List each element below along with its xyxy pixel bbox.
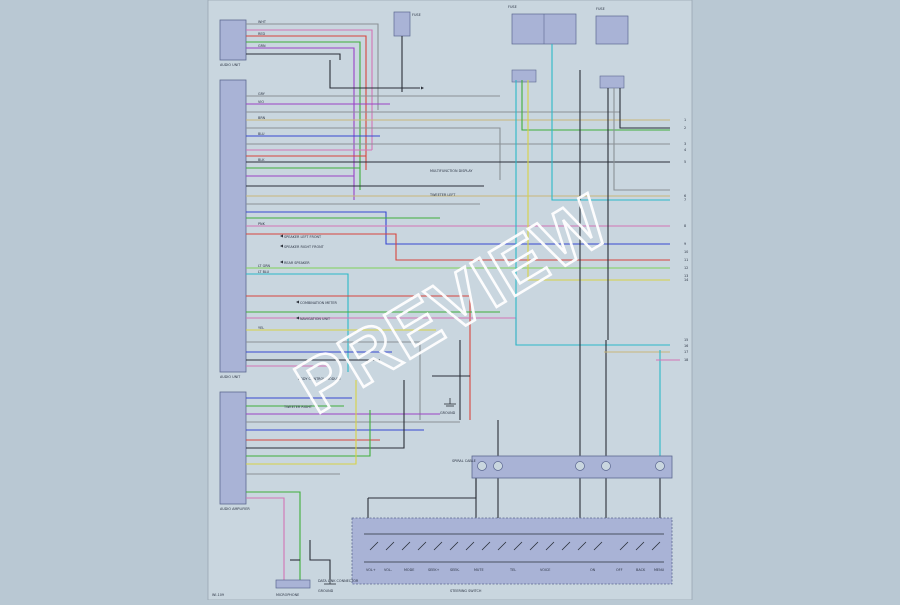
- ground-1-label: GROUND: [440, 411, 456, 415]
- terminal-number: 8: [684, 224, 686, 228]
- terminal-number: 9: [684, 242, 686, 246]
- audio-unit-top: AUDIO UNIT: [219, 19, 247, 67]
- page-reference: WI-109: [212, 593, 224, 597]
- terminal-number: 11: [684, 258, 688, 262]
- steering-switch-label: STEERING SWITCH: [450, 589, 482, 593]
- switch-label-11: BACK: [636, 568, 646, 572]
- callout-4: COMBINATION METER: [300, 301, 338, 305]
- wire-code-h: LT GRN: [258, 264, 271, 268]
- audio-amplifier: AUDIO AMPLIFIER: [219, 391, 250, 511]
- terminal-number: 18: [684, 358, 688, 362]
- ground-2-label: GROUND: [318, 589, 334, 593]
- ground-symbol-1: GROUND: [440, 398, 456, 415]
- callouts: SPEAKER LEFT FRONT SPEAKER RIGHT FRONT R…: [280, 86, 473, 583]
- switch-label-3: MODE: [404, 568, 414, 572]
- terminal-number: 4: [684, 148, 686, 152]
- steering-switch: VOL+ VOL- MODE SEEK+ SEEK- MUTE TEL VOIC…: [351, 517, 673, 593]
- switch-label-8: VOICE: [540, 568, 550, 572]
- wire-code-d: GRN: [258, 44, 266, 48]
- terminal-number: 16: [684, 344, 688, 348]
- fuse-1-label: FUSE: [412, 13, 421, 17]
- fuse-block-2: FUSE: [508, 5, 577, 45]
- audio-unit-main: AUDIO UNIT: [219, 79, 247, 379]
- terminal-number: 2: [684, 126, 686, 130]
- fuse-2-label: FUSE: [508, 5, 517, 9]
- terminal-number: 13: [684, 274, 688, 278]
- switch-label-1: VOL+: [366, 568, 376, 572]
- callout-8: TWEETER RIGHT: [283, 405, 313, 409]
- fuse-3-label: FUSE: [596, 7, 605, 11]
- wire-code-g: PNK: [258, 222, 266, 226]
- spiral-cable-label: SPIRAL CABLE: [452, 459, 476, 463]
- wire-code-i: VIO: [258, 100, 264, 104]
- terminal-number: 17: [684, 350, 688, 354]
- callout-6: MULTIFUNCTION DISPLAY: [430, 169, 473, 173]
- fuse-block-1: FUSE: [393, 11, 421, 37]
- terminal-number: 14: [684, 278, 688, 282]
- fuse-block-3: FUSE: [595, 7, 629, 45]
- callout-3: REAR SPEAKER: [284, 261, 310, 265]
- microphone: MICROPHONE: [275, 579, 311, 597]
- wire-code-l: LT BLU: [258, 270, 270, 274]
- callout-9: BODY CONTROL MODULE: [298, 377, 341, 381]
- wire-code-labels: WHT RED GRN GRY VIO BRN BLU BLK PNK LT G…: [258, 20, 271, 330]
- callout-5: NAVIGATION UNIT: [300, 317, 331, 321]
- terminal-number: 6: [684, 194, 686, 198]
- terminal-number: 15: [684, 338, 688, 342]
- terminal-number: 3: [684, 142, 686, 146]
- switch-label-4: SEEK+: [428, 568, 440, 572]
- switch-label-5: SEEK-: [450, 568, 460, 572]
- connector-a: [511, 69, 537, 83]
- callout-2: SPEAKER RIGHT FRONT: [284, 245, 325, 249]
- terminal-number: 1: [684, 118, 686, 122]
- audio-unit-top-label: AUDIO UNIT: [220, 63, 241, 67]
- terminal-number: 12: [684, 266, 688, 270]
- wire-code-a: WHT: [258, 20, 267, 24]
- connector-b: [599, 75, 625, 89]
- wire-code-f: YEL: [258, 326, 264, 330]
- spiral-cable: SPIRAL CABLE: [452, 455, 673, 479]
- terminal-number: 10: [684, 250, 688, 254]
- switch-label-12: MENU: [654, 568, 665, 572]
- diagram-sheet: [207, 0, 693, 601]
- callout-7: TWEETER LEFT: [429, 193, 456, 197]
- callout-10: DATA LINK CONNECTOR: [318, 579, 359, 583]
- wire-code-e: BLU: [258, 132, 265, 136]
- callout-1: SPEAKER LEFT FRONT: [284, 235, 322, 239]
- switch-label-6: MUTE: [474, 568, 484, 572]
- wire-group: [246, 23, 680, 580]
- ground-symbol-2: GROUND: [318, 580, 336, 593]
- audio-amplifier-label: AUDIO AMPLIFIER: [220, 507, 250, 511]
- wire-code-c: RED: [258, 32, 265, 36]
- microphone-label: MICROPHONE: [276, 593, 299, 597]
- switch-label-10: OFF: [616, 568, 623, 572]
- wire-code-b: BLK: [258, 158, 265, 162]
- switch-label-9: ON: [590, 568, 596, 572]
- wire-code-j: GRY: [258, 92, 266, 96]
- terminal-number: 7: [684, 198, 686, 202]
- switch-label-7: TEL: [509, 568, 516, 572]
- wire-code-k: BRN: [258, 116, 266, 120]
- audio-unit-main-label: AUDIO UNIT: [220, 375, 241, 379]
- terminal-number: 5: [684, 160, 686, 164]
- switch-label-2: VOL-: [384, 568, 393, 572]
